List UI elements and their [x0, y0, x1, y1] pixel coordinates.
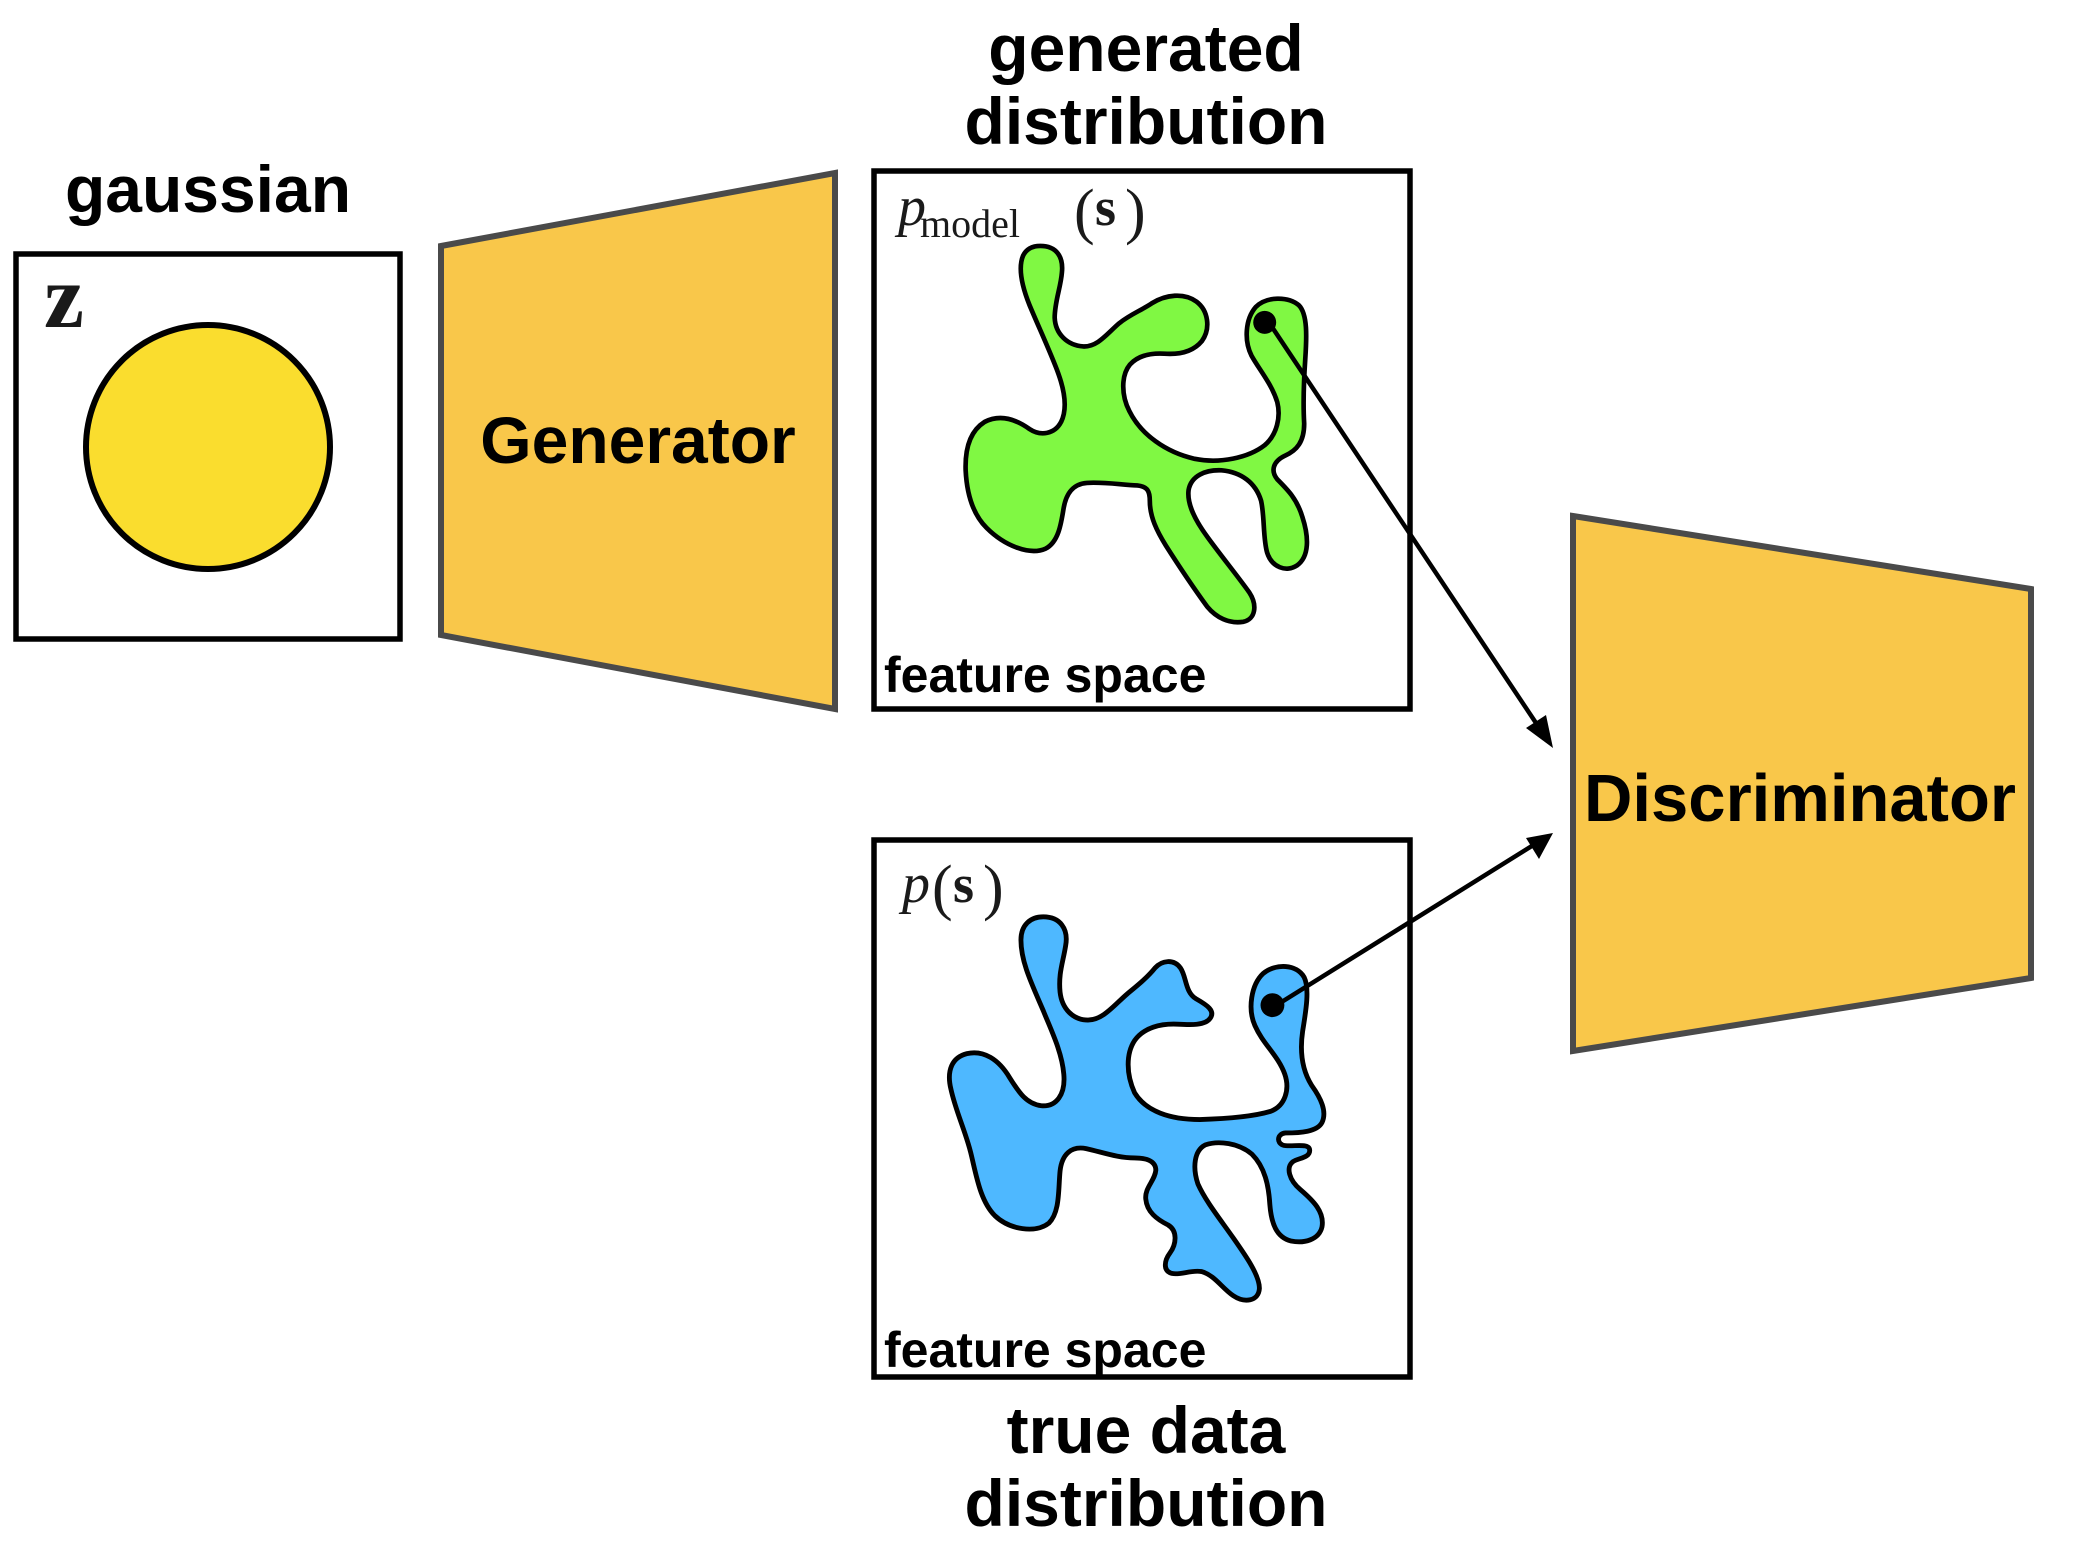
true-title-line2: distribution: [965, 1466, 1328, 1540]
pmodel-p: p: [894, 176, 926, 238]
ps-var: s: [953, 854, 974, 914]
generated-title-line1: generated: [988, 11, 1303, 85]
pmodel-open-paren: (: [1074, 178, 1095, 246]
generated-distribution-panel: generated distribution p model ( s ) fea…: [871, 11, 1413, 712]
pmodel-var: s: [1095, 177, 1116, 237]
pmodel-close-paren: ): [1125, 178, 1146, 246]
arrowhead-true: [1526, 833, 1553, 859]
arrowhead-generated: [1526, 715, 1553, 748]
pmodel-subscript: model: [920, 201, 1020, 246]
generator-block: Generator: [438, 169, 838, 713]
gaussian-title: gaussian: [65, 152, 351, 226]
gaussian-panel: gaussian z: [13, 152, 403, 642]
arrow-true-to-discriminator: [1270, 833, 1553, 1010]
discriminator-block: Discriminator: [1570, 512, 2034, 1055]
generated-title-line2: distribution: [965, 84, 1328, 158]
ps-open-paren: (: [932, 854, 953, 922]
discriminator-label: Discriminator: [1584, 761, 2016, 836]
arrow-line-generated: [1270, 325, 1542, 731]
discriminator-shape: [1570, 512, 2034, 1055]
latent-variable-label: z: [44, 248, 84, 347]
true-math-label: p ( s ): [898, 853, 1004, 922]
ps-close-paren: ): [983, 854, 1004, 922]
true-distribution-blob: [946, 914, 1327, 1303]
ps-p: p: [898, 853, 930, 915]
generator-shape: [438, 169, 838, 713]
generated-math-label: p model ( s ): [894, 176, 1146, 246]
true-title-line1: true data: [1007, 1393, 1287, 1467]
arrow-generated-to-discriminator: [1270, 325, 1553, 748]
arrow-line-true: [1270, 842, 1537, 1010]
gaussian-circle: [83, 322, 333, 572]
generated-distribution-blob: [963, 243, 1310, 625]
generated-feature-space-label: feature space: [884, 647, 1206, 703]
generator-label: Generator: [480, 403, 795, 477]
true-feature-space-label: feature space: [884, 1322, 1206, 1378]
true-distribution-panel: p ( s ) feature space true data distribu…: [871, 837, 1413, 1540]
